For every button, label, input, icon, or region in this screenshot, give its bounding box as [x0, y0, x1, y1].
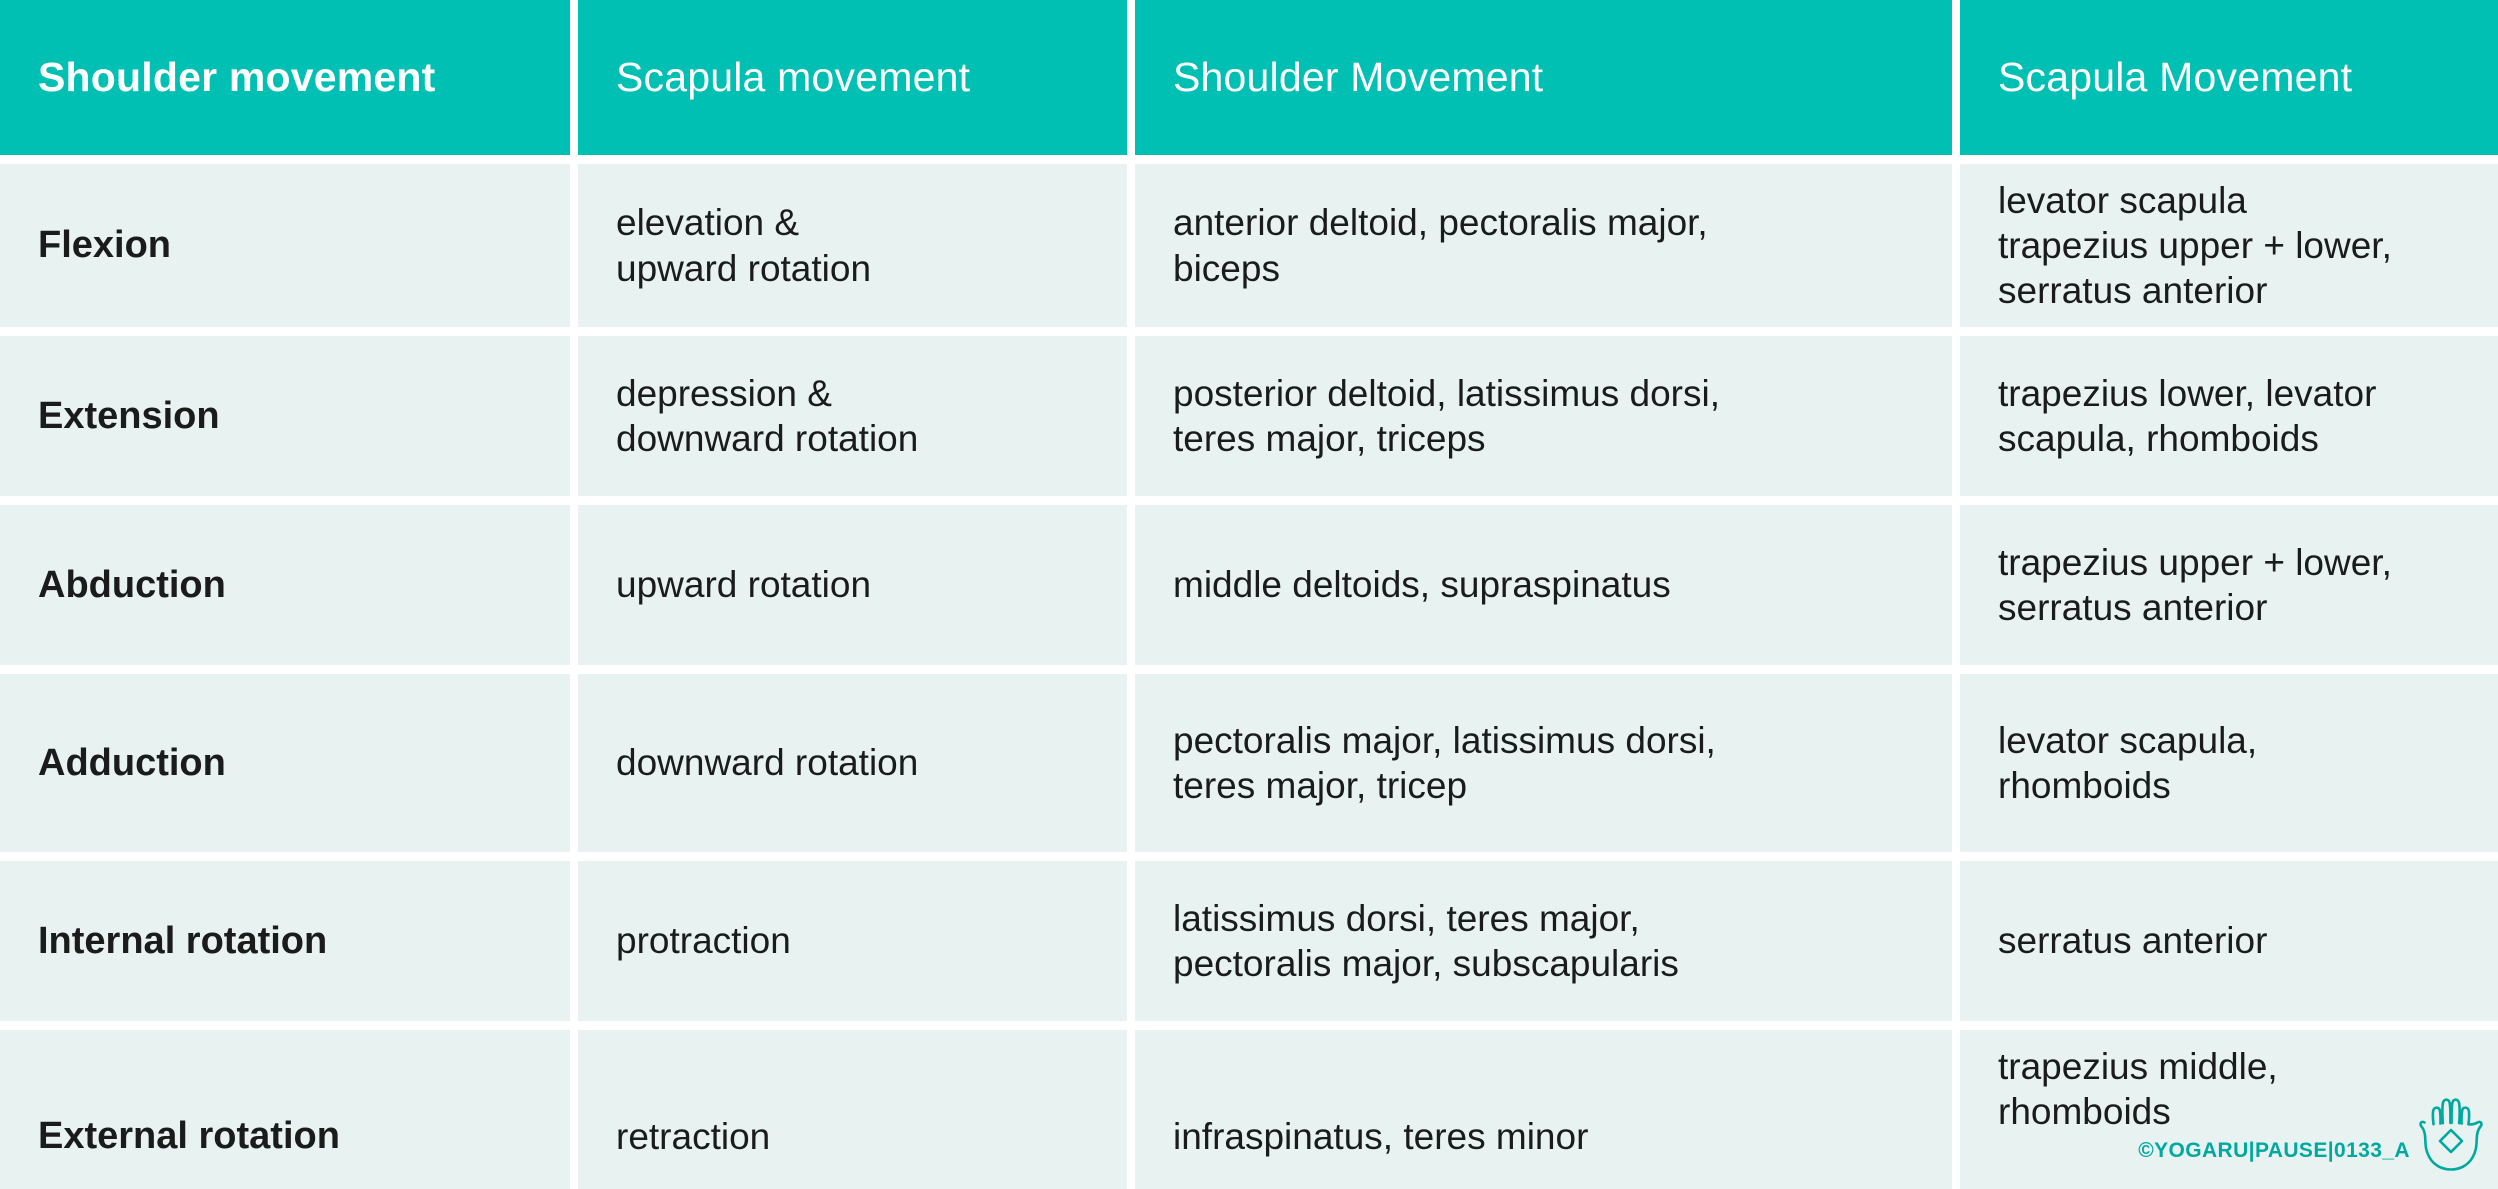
cell-scapula-movement: upward rotation [616, 564, 872, 606]
cell-shoulder-muscles: anterior deltoid, pectoralis major, bice… [1173, 202, 1708, 289]
cell-scapula-muscles: levator scapula, rhomboids [1998, 719, 2258, 806]
table-row: anterior deltoid, pectoralis major, bice… [1135, 164, 1952, 327]
table-row: retraction [578, 1030, 1127, 1189]
table-row: Extension [0, 336, 570, 496]
cell-shoulder-movement: Abduction [38, 563, 226, 606]
header-label: Shoulder Movement [1173, 53, 1544, 100]
cell-shoulder-movement: Internal rotation [38, 919, 328, 962]
cell-shoulder-movement: External rotation [38, 1115, 340, 1158]
cell-scapula-muscles: serratus anterior [1998, 920, 2268, 962]
table-row: trapezius lower, levator scapula, rhombo… [1960, 336, 2498, 496]
cell-scapula-movement: retraction [616, 1115, 771, 1157]
header-label: Scapula Movement [1998, 53, 2353, 100]
table-row: elevation & upward rotation [578, 164, 1127, 327]
table-header-scapula-muscles: Scapula Movement [1960, 0, 2498, 155]
table-row: downward rotation [578, 674, 1127, 852]
cell-shoulder-muscles: middle deltoids, supraspinatus [1173, 564, 1671, 606]
table-row: Internal rotation [0, 861, 570, 1021]
cell-shoulder-movement: Adduction [38, 741, 226, 784]
table-header-shoulder-movement: Shoulder movement [0, 0, 570, 155]
cell-scapula-movement: protraction [616, 920, 791, 962]
table-row: middle deltoids, supraspinatus [1135, 505, 1952, 665]
table-row: upward rotation [578, 505, 1127, 665]
table-row: depression & downward rotation [578, 336, 1127, 496]
cell-scapula-movement: depression & downward rotation [616, 372, 919, 459]
table-row: serratus anterior [1960, 861, 2498, 1021]
table-row: levator scapula trapezius upper + lower,… [1960, 164, 2498, 327]
cell-shoulder-movement: Extension [38, 394, 220, 437]
table-row: infraspinatus, teres minor [1135, 1030, 1952, 1189]
cell-scapula-muscles: trapezius middle, rhomboids [1998, 1046, 2278, 1133]
table-row: latissimus dorsi, teres major, pectorali… [1135, 861, 1952, 1021]
cell-shoulder-muscles: infraspinatus, teres minor [1173, 1115, 1589, 1157]
table-row: External rotation [0, 1030, 570, 1189]
table-header-shoulder-muscles: Shoulder Movement [1135, 0, 1952, 155]
table-row: Adduction [0, 674, 570, 852]
cell-shoulder-muscles: posterior deltoid, latissimus dorsi, ter… [1173, 372, 1720, 459]
table-row: trapezius middle, rhomboids [1960, 1030, 2498, 1189]
table-row: Flexion [0, 164, 570, 327]
table-row: pectoralis major, latissimus dorsi, tere… [1135, 674, 1952, 852]
cell-scapula-movement: elevation & upward rotation [616, 202, 872, 289]
header-label: Shoulder movement [38, 53, 436, 100]
cell-shoulder-movement: Flexion [38, 224, 172, 267]
table-row: Abduction [0, 505, 570, 665]
cell-scapula-muscles: trapezius upper + lower, serratus anteri… [1998, 541, 2392, 628]
table-row: levator scapula, rhomboids [1960, 674, 2498, 852]
cell-scapula-muscles: levator scapula trapezius upper + lower,… [1998, 180, 2392, 312]
table-row: trapezius upper + lower, serratus anteri… [1960, 505, 2498, 665]
cell-shoulder-muscles: latissimus dorsi, teres major, pectorali… [1173, 897, 1679, 984]
table-header-scapula-movement: Scapula movement [578, 0, 1127, 155]
header-label: Scapula movement [616, 53, 971, 100]
cell-shoulder-muscles: pectoralis major, latissimus dorsi, tere… [1173, 719, 1716, 806]
table-row: protraction [578, 861, 1127, 1021]
cell-scapula-muscles: trapezius lower, levator scapula, rhombo… [1998, 372, 2377, 459]
cell-scapula-movement: downward rotation [616, 742, 919, 784]
table-row: posterior deltoid, latissimus dorsi, ter… [1135, 336, 1952, 496]
